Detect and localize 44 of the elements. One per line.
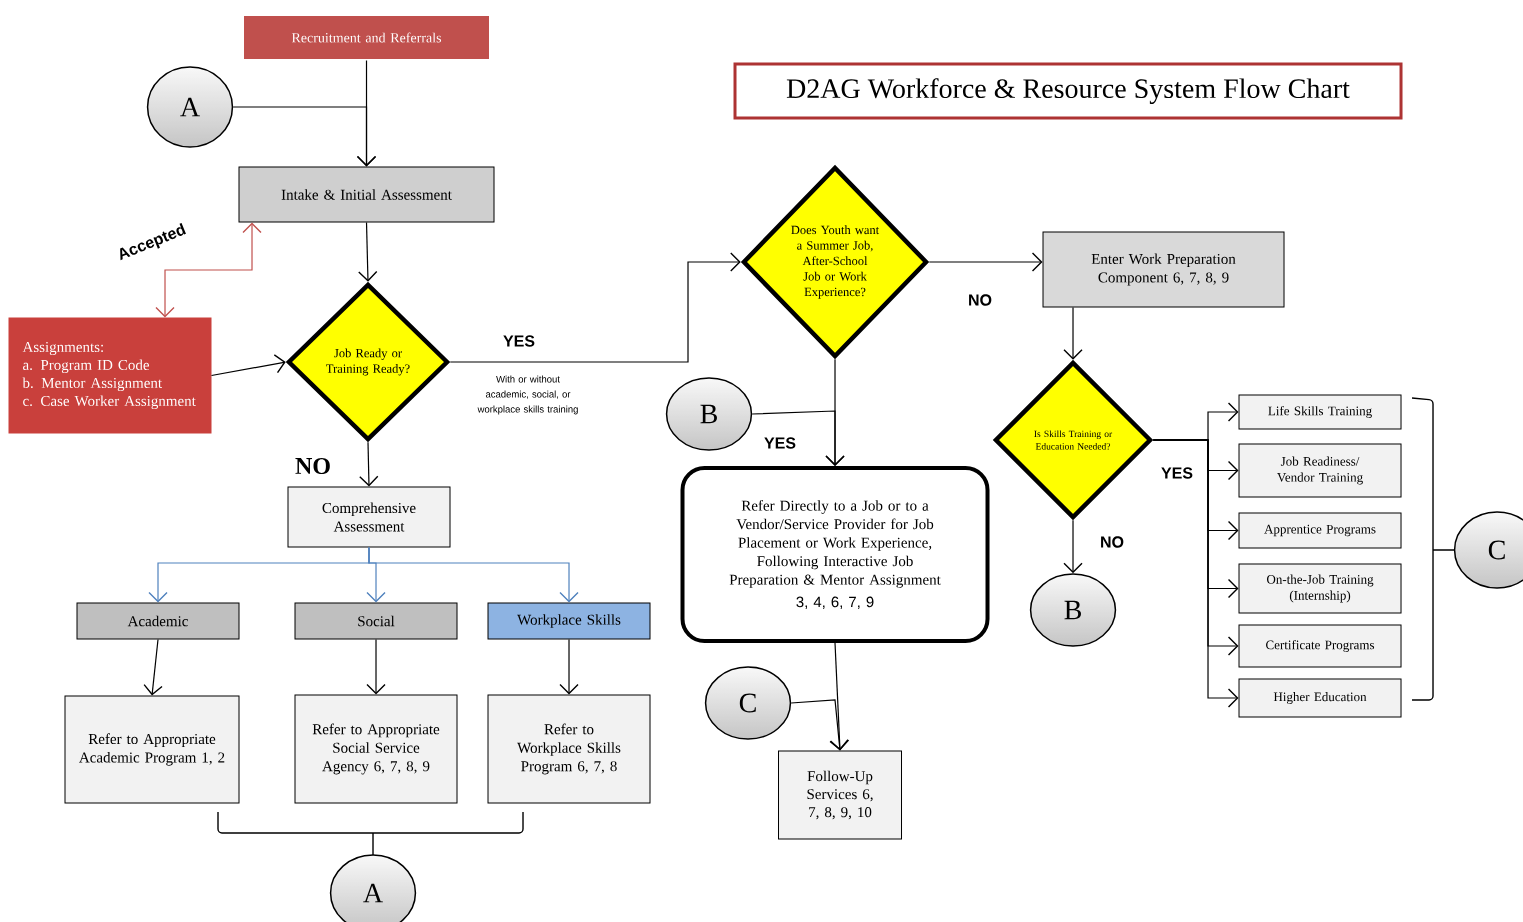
- arrow: [1063, 306, 1083, 360]
- process-box: Follow-Up Services 6, 7, 8, 9, 10: [778, 750, 902, 840]
- arrow: [1152, 439, 1239, 708]
- arrow: [559, 638, 579, 695]
- category-box: Academic: [76, 602, 240, 640]
- arrow: [829, 642, 850, 751]
- edge-label: YES: [1160, 466, 1194, 480]
- arrow: [790, 699, 849, 751]
- arrow: [359, 441, 379, 487]
- process-box: Intake & Initial Assessment: [238, 166, 495, 223]
- program-box: Higher Education: [1238, 678, 1402, 718]
- arrow: [368, 546, 579, 603]
- arrow: [751, 410, 845, 466]
- program-box: Job Readiness/ Vendor Training: [1238, 443, 1402, 498]
- process-box: Enter Work Preparation Component 6, 7, 8, 9: [1042, 231, 1285, 308]
- category-box: Social: [294, 602, 458, 640]
- process-box: Refer to Appropriate Academic Program 1, 2: [64, 695, 240, 804]
- process-box: Refer to Workplace Skills Program 6, 7, 8: [487, 694, 651, 804]
- assignments-box: Assignments: a. Program ID Code b. Mentor Assignment c. Case Worker Assignment: [8, 317, 212, 434]
- program-box: Life Skills Training: [1238, 394, 1402, 430]
- edge-label: YES: [763, 436, 797, 450]
- program-box: On-the-Job Training (Internship): [1238, 563, 1402, 614]
- arrow: [1063, 519, 1083, 574]
- process-box: Refer to Appropriate Social Service Agency 6, 7, 8, 9: [294, 694, 458, 804]
- program-box: Certificate Programs: [1238, 624, 1402, 668]
- edge-label: YES: [502, 334, 536, 348]
- process-box: Comprehensive Assessment: [287, 486, 451, 548]
- arrow: [155, 222, 262, 318]
- header-box: Recruitment and Referrals: [242, 14, 491, 61]
- arrow: [232, 106, 377, 167]
- edge-label: NO: [967, 293, 993, 307]
- note: With or without academic, social, or workplace skills training: [477, 375, 578, 415]
- arrow: [210, 354, 286, 377]
- category-box: Workplace Skills: [487, 602, 651, 640]
- rounded-process-box: Refer Directly to a Job or to a Vendor/Service Provider for Job Placement or Work Experience, Following Interactive Job Preparation & Mentor Assignment 3, 4, 6, 7, 9: [680, 466, 990, 643]
- arrow: [358, 221, 378, 282]
- arrow: [449, 252, 741, 363]
- arrow: [928, 252, 1043, 272]
- program-box: Apprentice Programs: [1238, 512, 1402, 549]
- arrow: [366, 638, 386, 695]
- edge-label: NO: [1099, 535, 1125, 549]
- edge-label: NO: [294, 456, 332, 476]
- arrow: [143, 638, 163, 696]
- title-box: D2AG Workforce & Resource System Flow Chart: [733, 62, 1403, 120]
